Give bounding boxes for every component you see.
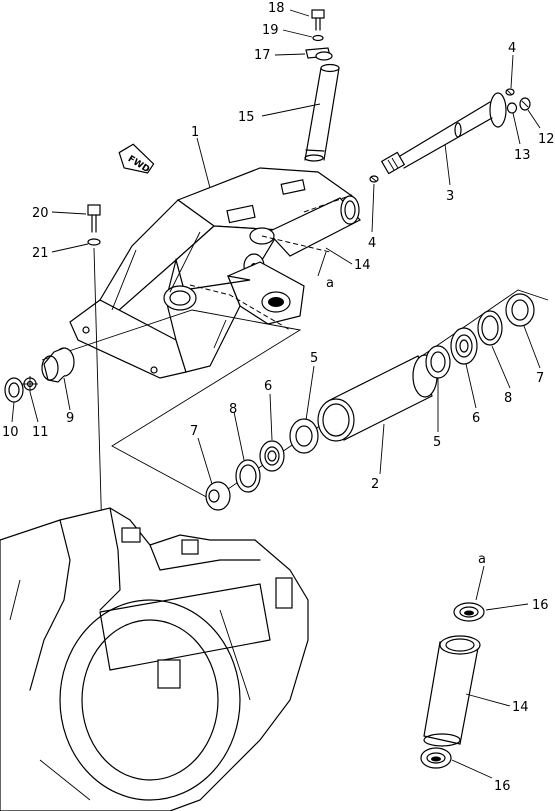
callout-18: 18 bbox=[268, 1, 285, 16]
ring-8-left bbox=[235, 459, 261, 493]
washer-11 bbox=[22, 376, 38, 392]
callout-20: 20 bbox=[32, 206, 49, 221]
callout-12: 12 bbox=[538, 132, 555, 147]
bolt-12 bbox=[519, 97, 531, 111]
callout-19: 19 bbox=[262, 23, 279, 38]
tube-14-detail bbox=[423, 635, 481, 747]
callout-14-bottom: 14 bbox=[512, 700, 529, 715]
bolt-20 bbox=[87, 204, 101, 233]
callout-7-right: 7 bbox=[536, 371, 544, 386]
callout-3: 3 bbox=[446, 189, 454, 204]
callout-5-left: 5 bbox=[310, 351, 318, 366]
washer-13 bbox=[506, 102, 518, 114]
pin-3 bbox=[380, 92, 507, 175]
callout-10: 10 bbox=[2, 425, 19, 440]
callout-1: 1 bbox=[191, 125, 199, 140]
case-1 bbox=[69, 167, 361, 379]
washer-19 bbox=[312, 34, 324, 42]
callout-2: 2 bbox=[371, 477, 379, 492]
callout-7-left: 7 bbox=[190, 424, 198, 439]
callout-6-left: 6 bbox=[264, 379, 272, 394]
callout-11: 11 bbox=[32, 425, 49, 440]
callout-4-top: 4 bbox=[508, 41, 516, 56]
callout-a-top: a bbox=[326, 276, 334, 291]
spacer-7-right bbox=[505, 293, 535, 327]
seal-10 bbox=[4, 377, 24, 403]
tube-15 bbox=[304, 63, 340, 162]
callout-labels: 18 19 17 15 1 4 12 13 3 4 20 21 14 a 5 6… bbox=[2, 1, 555, 794]
ring-8-right bbox=[477, 310, 503, 346]
callout-14-top: 14 bbox=[354, 258, 371, 273]
assembly-frame bbox=[41, 289, 549, 501]
callout-21: 21 bbox=[32, 246, 49, 261]
callout-17: 17 bbox=[254, 48, 271, 63]
bracket-17 bbox=[305, 47, 333, 61]
callout-16-top: 16 bbox=[532, 598, 549, 613]
bearing-6-right bbox=[450, 327, 478, 365]
callout-15: 15 bbox=[238, 110, 255, 125]
bolt-18 bbox=[311, 9, 325, 31]
callout-a-bottom: a bbox=[478, 552, 486, 567]
sleeve-2 bbox=[317, 354, 438, 442]
transmission-case bbox=[0, 507, 309, 811]
washer-21 bbox=[87, 238, 101, 246]
ring-5-left bbox=[289, 418, 319, 454]
callout-9: 9 bbox=[66, 411, 74, 426]
callout-8-right: 8 bbox=[504, 391, 512, 406]
plug-4-mid bbox=[369, 175, 379, 183]
axis-dashed bbox=[189, 284, 291, 331]
forward-arrow-icon: FWD bbox=[118, 143, 155, 175]
callout-13: 13 bbox=[514, 148, 531, 163]
bearing-6-left bbox=[259, 440, 285, 472]
plug-4-top bbox=[505, 88, 515, 96]
callout-5-right: 5 bbox=[433, 435, 441, 450]
spacer-7-left bbox=[205, 481, 231, 511]
bushing-16-top bbox=[453, 602, 485, 622]
ring-5-right bbox=[425, 345, 451, 379]
callout-4-mid: 4 bbox=[368, 236, 376, 251]
collar-9 bbox=[41, 347, 75, 383]
callout-6-right: 6 bbox=[472, 411, 480, 426]
callout-16-bottom: 16 bbox=[494, 779, 511, 794]
bushing-16-bottom bbox=[420, 747, 452, 769]
leader-lines bbox=[11, 9, 541, 779]
callout-8-left: 8 bbox=[229, 402, 237, 417]
